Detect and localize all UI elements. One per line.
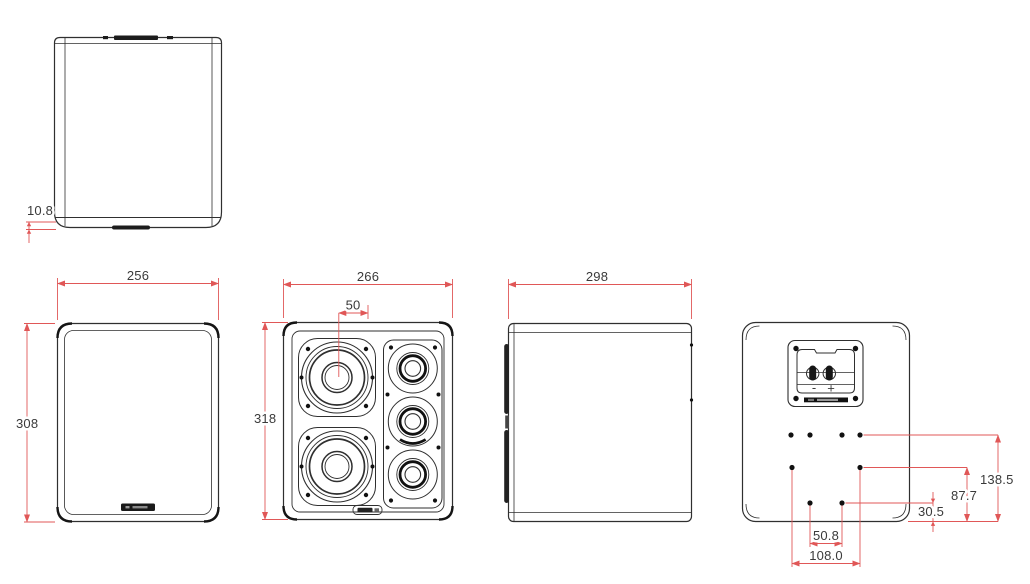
mounting-hole <box>857 432 863 438</box>
mounting-hole <box>857 464 863 471</box>
front-logo-badge <box>352 505 383 515</box>
terminal-screw <box>793 345 799 352</box>
column-screw <box>432 345 438 350</box>
driver-profile-notch <box>505 415 509 429</box>
woofer-screw <box>370 464 375 469</box>
column-screw <box>385 445 390 450</box>
mounting-hole <box>789 464 795 471</box>
side-view: 298 <box>504 267 694 523</box>
cabinet-corner-accents <box>282 321 454 521</box>
small-driver-2 <box>387 396 438 447</box>
port-slot-arc <box>399 438 427 445</box>
column-screw <box>436 392 441 397</box>
terminal-recess <box>796 349 855 394</box>
column-screw <box>432 498 438 503</box>
dim-cabinet-depth <box>508 279 692 319</box>
grille-view: 256 308 <box>14 266 220 523</box>
dim-grille-width <box>57 278 219 320</box>
small-driver-1 <box>387 343 438 394</box>
dim-grille-height <box>24 323 55 523</box>
front-lip-bar <box>112 225 150 230</box>
column-screw <box>388 498 394 503</box>
rear-view: - + <box>741 321 1016 567</box>
mounting-hole <box>839 432 845 438</box>
dim-cabinet-width <box>283 279 453 318</box>
dim-lip-height <box>26 221 56 243</box>
dim-label-holes-middle: 87.7 <box>951 488 977 503</box>
mounting-hole <box>807 500 813 506</box>
woofer-top <box>298 338 376 417</box>
woofer-screw <box>305 435 311 441</box>
terminal-screw <box>852 395 859 402</box>
driver-profile-bump <box>504 430 509 503</box>
terminal-cup: - + <box>787 339 864 408</box>
woofer-screw <box>363 435 369 441</box>
mounting-hole <box>788 432 794 438</box>
woofer-screw <box>305 492 311 498</box>
woofer-screw <box>299 375 304 380</box>
grille-corner-accents <box>56 322 220 523</box>
cabinet-outline <box>282 321 454 521</box>
rear-terminal-mark <box>167 36 173 40</box>
dim-label-holes-pitch-narrow: 50.8 <box>813 528 839 543</box>
dim-label-holes-upper: 138.5 <box>980 472 1014 487</box>
dim-label-cabinet-height: 318 <box>254 411 276 426</box>
dim-label-holes-lower: 30.5 <box>918 504 944 519</box>
woofer-bottom <box>298 427 376 506</box>
rear-corner-inner-lines <box>745 325 907 519</box>
rear-terminal-bar <box>114 35 158 40</box>
dim-label-woofer-offset: 50 <box>346 298 361 313</box>
woofer-screw <box>305 346 311 352</box>
mounting-hole <box>839 500 845 506</box>
rear-outline <box>741 321 911 523</box>
front-view: 266 318 50 <box>252 267 454 521</box>
woofer-screw <box>363 403 369 409</box>
dim-label-grille-height: 308 <box>16 416 38 431</box>
rear-terminal-mark <box>103 36 108 40</box>
terminal-label-text <box>808 398 814 401</box>
dim-label-cabinet-width: 266 <box>357 269 379 284</box>
column-screw <box>436 445 441 450</box>
woofer-screw <box>305 403 311 409</box>
woofer-screw <box>363 492 369 498</box>
rear-dimensions <box>791 434 1001 567</box>
terminal-screw <box>852 345 859 352</box>
grille-logo-text <box>132 506 148 509</box>
terminal-minus-label: - <box>812 380 816 395</box>
dim-label-lip-height: 10.8 <box>27 203 53 218</box>
tweeter-column <box>383 339 443 509</box>
grille-logo-mark <box>125 506 130 509</box>
dim-label-holes-pitch-wide: 108.0 <box>809 548 843 563</box>
dim-label-grille-width: 256 <box>127 268 149 283</box>
dim-label-cabinet-depth: 298 <box>586 269 608 284</box>
grille-outline <box>56 322 220 523</box>
column-screw <box>388 345 394 350</box>
woofer-screw <box>370 375 375 380</box>
terminal-plus-label: + <box>827 381 835 396</box>
mounting-hole <box>807 432 813 438</box>
top-view-outline <box>53 36 223 229</box>
grille-inner-frame <box>64 330 212 515</box>
rear-screw-dot <box>689 343 694 347</box>
dim-woofer-offset <box>338 305 369 377</box>
dim-cabinet-height <box>262 322 288 520</box>
woofer-screw <box>299 464 304 469</box>
top-view: 10.8 <box>25 35 223 243</box>
side-outline <box>507 322 693 523</box>
small-driver-3 <box>387 449 438 500</box>
woofer-screw <box>363 346 369 352</box>
binding-posts[interactable] <box>806 365 836 381</box>
rear-screw-dot <box>689 398 694 402</box>
column-screw <box>385 392 390 397</box>
driver-profile-bump <box>504 344 509 414</box>
terminal-screw <box>793 395 799 402</box>
terminal-label-text <box>817 398 838 401</box>
